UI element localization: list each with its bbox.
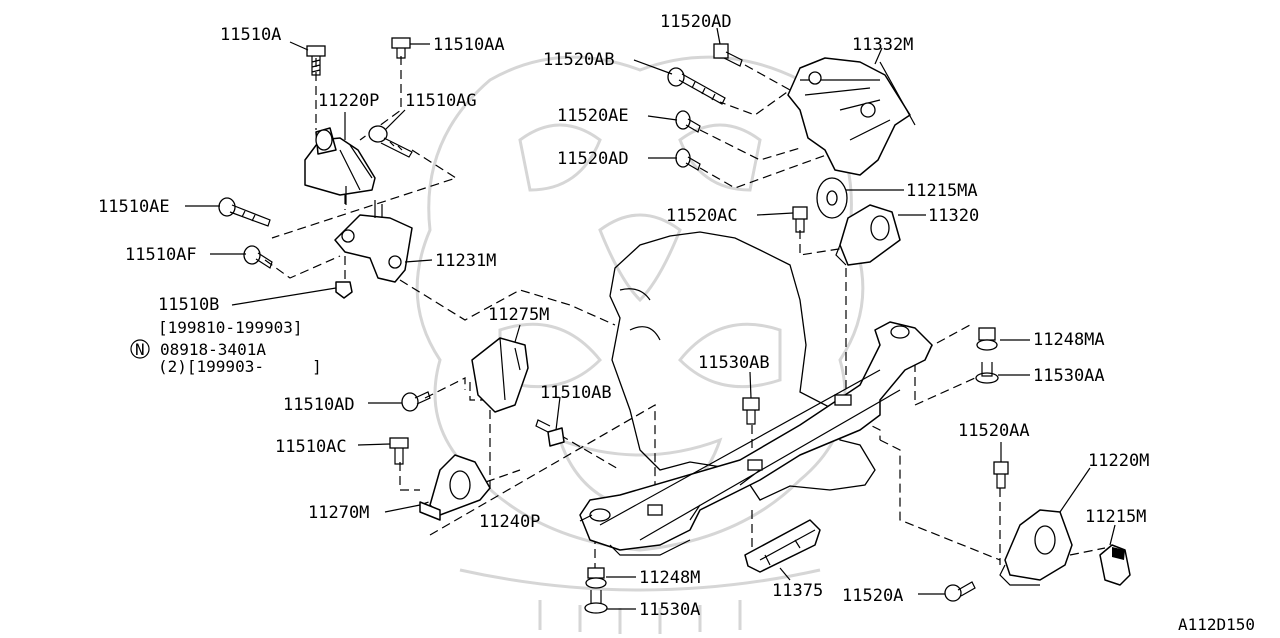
note-symbol: N [135,340,145,359]
leader-lines [185,27,1116,610]
mount-11320 [835,204,901,266]
bolt-11520A [944,581,976,602]
label-11520AE: 11520AE [557,106,629,126]
bracket-11332M [787,57,916,176]
label-11320: 11320 [928,206,979,226]
label-11510B: 11510B [158,295,219,315]
rod-11375 [744,519,821,573]
label-11530AA: 11530AA [1033,366,1105,386]
crossmember-11240P [579,321,933,556]
label-11510AC: 11510AC [275,437,347,457]
engine-block-outline [609,231,876,501]
label-11510AF: 11510AF [125,245,197,265]
label-11248M: 11248M [639,568,700,588]
label-11520AB: 11520AB [543,50,615,70]
label-11520AC: 11520AC [666,206,738,226]
label-11332M: 11332M [852,35,913,55]
bushing-11248MA [976,327,998,351]
note-qty-range: (2)[199903- ] [158,357,322,376]
bracket-11275M [471,337,529,413]
label-11510AD: 11510AD [283,395,355,415]
bolt-11530AB [742,397,760,425]
bolt-11520AA [993,461,1009,489]
diagram-code: A112D150 [1178,615,1255,634]
label-11530AB: 11530AB [698,353,770,373]
bolt-11520AD-top [713,43,743,67]
bolt-11510AD [401,391,431,412]
label-11510A: 11510A [220,25,281,45]
label-11510AB: 11510AB [540,383,612,403]
bolt-11510AA [391,37,411,59]
label-11520AD-mid: 11520AD [557,149,629,169]
part-labels: 11510A 11510AA 11220P 11510AG 11510AE 11… [98,12,1255,634]
bolt-11510AB [535,419,565,447]
bolt-11530AA [975,362,999,384]
label-11240P: 11240P [479,512,540,532]
label-11220M: 11220M [1088,451,1149,471]
mount-11270M [419,454,491,521]
label-11520A: 11520A [842,586,903,606]
label-11510AA: 11510AA [433,35,505,55]
bolt-11520AC [792,206,808,233]
label-11510AE: 11510AE [98,197,170,217]
bushing-11248M [585,567,607,589]
watermark-emblem [415,55,865,634]
mount-11220M [999,509,1073,586]
label-11530A: 11530A [639,600,700,620]
mount-11220P [304,127,376,205]
label-11520AA: 11520AA [958,421,1030,441]
note-symbol-circle [130,339,150,359]
note-part-number: 08918-3401A [160,340,266,359]
bolt-11520AB [667,67,726,105]
bolt-11510A [306,45,326,76]
label-11375: 11375 [772,581,823,601]
label-11520AD-top: 11520AD [660,12,732,32]
bolt-11510AG [368,125,413,158]
label-11270M: 11270M [308,503,369,523]
bolt-11530A [584,590,608,614]
insulator-11215M [1099,544,1131,586]
label-11275M: 11275M [488,305,549,325]
label-11510AG: 11510AG [405,91,477,111]
label-11231M: 11231M [435,251,496,271]
bracket-11231M [334,200,413,283]
washer-11215MA [816,177,848,219]
note-date-range: [199810-199903] [158,318,303,337]
bolt-11510AF [243,245,273,269]
label-11215MA: 11215MA [906,181,978,201]
bolt-11520AD-mid [675,148,701,171]
nut-11510B [335,281,353,299]
bolt-11510AE [218,197,271,227]
label-11215M: 11215M [1085,507,1146,527]
label-11220P: 11220P [318,91,379,111]
bolt-11510AC [389,437,409,465]
label-11248MA: 11248MA [1033,330,1105,350]
